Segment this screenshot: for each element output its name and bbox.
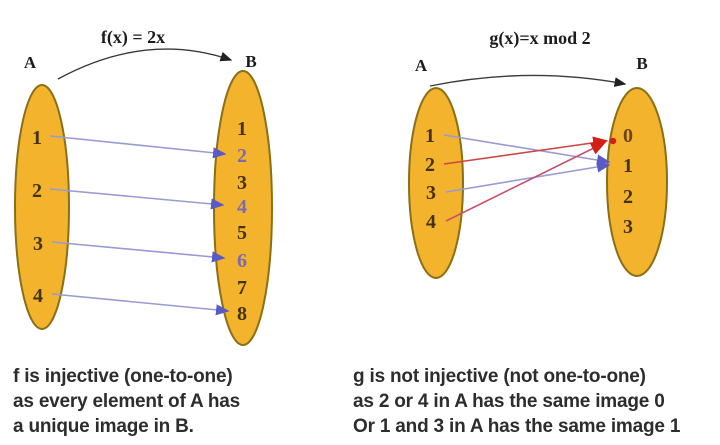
set-a-ellipse bbox=[14, 84, 70, 330]
mapping-arrow-3-to-6 bbox=[51, 241, 226, 263]
set-b-label: B bbox=[636, 54, 647, 73]
set-b-element: 1 bbox=[237, 118, 247, 140]
set-a-element: 1 bbox=[425, 125, 435, 147]
caption-line: a unique image in B. bbox=[13, 416, 194, 437]
set-a-ellipse bbox=[408, 87, 464, 279]
set-a-element: 2 bbox=[32, 180, 42, 202]
caption-line: Or 1 and 3 in A has the same image 1 bbox=[353, 416, 681, 437]
set-b-element: 4 bbox=[237, 196, 247, 218]
mapping-arrow-1-to-2 bbox=[49, 135, 227, 159]
mapping-arrow-4-to-8 bbox=[51, 293, 230, 316]
mapping-arrow-2-to-0 bbox=[443, 136, 609, 165]
mapping-arrow-1-to-1 bbox=[443, 134, 611, 166]
set-a-element: 4 bbox=[426, 211, 436, 233]
left-diagram: f(x) = 2x A B 1 2 3 4 1 2 3 4 5 6 7 8 bbox=[14, 27, 273, 346]
set-b-label: B bbox=[245, 52, 256, 71]
set-b-element: 2 bbox=[237, 145, 247, 167]
set-b-element: 2 bbox=[623, 186, 633, 208]
set-b-element: 0 bbox=[623, 125, 633, 147]
left-caption: f is injective (one-to-one) as every ele… bbox=[13, 364, 240, 439]
domain-to-codomain-arc bbox=[57, 48, 233, 80]
set-b-element: 1 bbox=[623, 155, 633, 177]
shared-image-dot bbox=[609, 137, 617, 145]
set-a-element: 4 bbox=[33, 285, 43, 307]
set-b-ellipse bbox=[606, 87, 668, 277]
right-diagram: g(x)=x mod 2 A B 1 2 3 4 0 1 2 3 bbox=[408, 28, 668, 279]
set-b-element: 7 bbox=[237, 277, 247, 299]
set-b-element: 6 bbox=[237, 250, 247, 272]
set-a-element: 3 bbox=[426, 182, 436, 204]
caption-line: as every element of A has bbox=[13, 391, 240, 412]
caption-line: as 2 or 4 in A has the same image 0 bbox=[353, 391, 665, 412]
mapping-arrow-3-to-1 bbox=[445, 161, 611, 193]
set-a-element: 2 bbox=[425, 154, 435, 176]
domain-to-codomain-arc bbox=[429, 74, 627, 87]
set-b-element: 5 bbox=[237, 222, 247, 244]
caption-line: g is not injective (not one-to-one) bbox=[353, 366, 646, 387]
set-b-element: 3 bbox=[623, 216, 633, 238]
set-b-element: 8 bbox=[237, 303, 247, 325]
diagram-svg: f(x) = 2x A B 1 2 3 4 1 2 3 4 5 6 7 8 bbox=[14, 27, 668, 346]
mapping-arrow-2-to-4 bbox=[49, 188, 225, 210]
set-a-element: 1 bbox=[32, 127, 42, 149]
set-a-label: A bbox=[415, 56, 428, 75]
set-a-element: 3 bbox=[33, 233, 43, 255]
caption-line: f is injective (one-to-one) bbox=[13, 366, 233, 387]
set-b-element: 3 bbox=[237, 172, 247, 194]
function-title-f: f(x) = 2x bbox=[101, 27, 165, 48]
set-a-label: A bbox=[24, 53, 37, 72]
right-caption: g is not injective (not one-to-one) as 2… bbox=[353, 364, 680, 439]
mapping-arrow-4-to-0 bbox=[445, 141, 607, 222]
function-title-g: g(x)=x mod 2 bbox=[489, 28, 590, 49]
